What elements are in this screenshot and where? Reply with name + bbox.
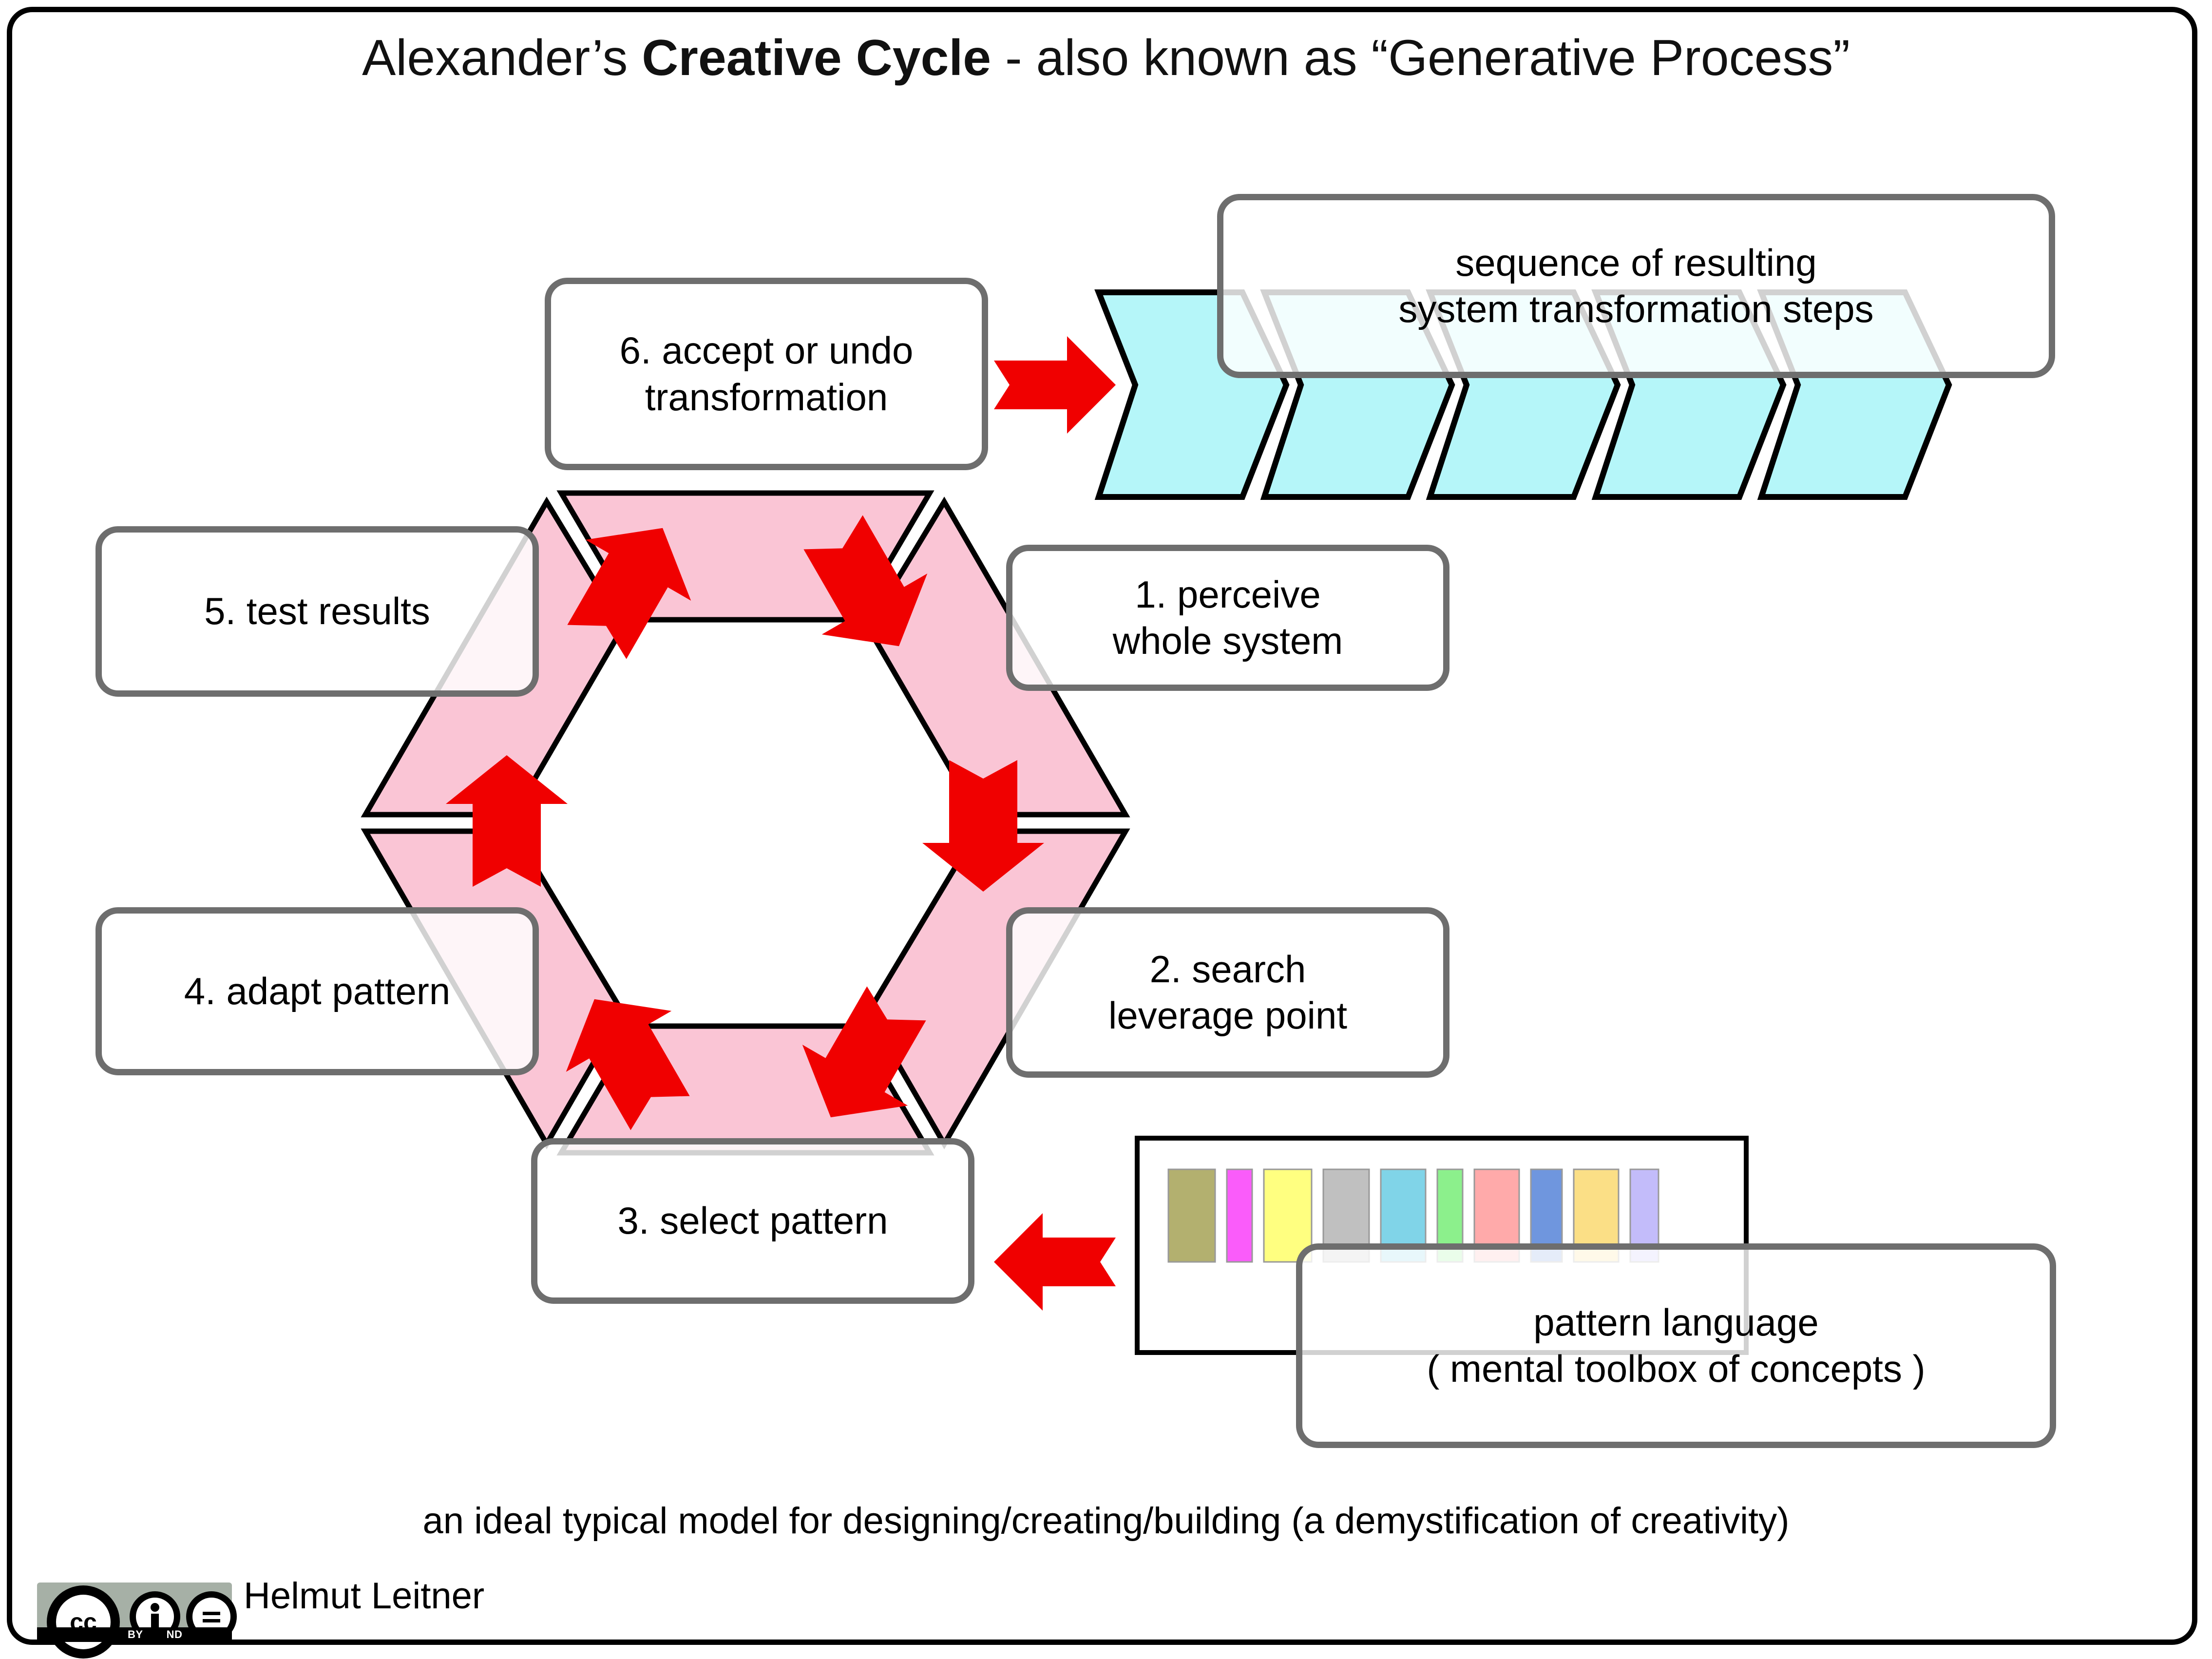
cycle-arrow-4-to-5: [446, 755, 568, 887]
step-5-line-1: 5. test results: [204, 590, 430, 633]
step-4-box[interactable]: 4. adapt pattern: [95, 907, 539, 1075]
step-1-box[interactable]: 1. perceive whole system: [1006, 545, 1449, 691]
step-6-line-2: transformation: [645, 375, 888, 419]
title-pre: Alexander’s: [362, 30, 642, 86]
step-6-line-1: 6. accept or undo: [619, 329, 914, 372]
author-credit: Helmut Leitner: [244, 1575, 485, 1617]
person-glyph-icon: [151, 1603, 159, 1630]
sequence-box-line-2: system transformation steps: [1398, 287, 1874, 330]
step-1-line-1: 1. perceive: [1135, 572, 1321, 616]
pattern-language-line-2: ( mental toolbox of concepts ): [1427, 1347, 1926, 1390]
pattern-swatch-olive: [1167, 1168, 1216, 1263]
cycle-arrow-6-to-1: [803, 515, 928, 647]
cycle-arrow-2-to-3: [802, 986, 926, 1118]
sequence-box-line-1: sequence of resulting: [1455, 241, 1817, 284]
arrow-to-sequence-icon: [994, 336, 1116, 434]
caption-text: an ideal typical model for designing/cre…: [422, 1500, 1790, 1542]
step-5-box[interactable]: 5. test results: [95, 526, 539, 697]
creative-commons-badge[interactable]: cc BY ND: [37, 1583, 237, 1659]
step-1-line-2: whole system: [1112, 619, 1343, 662]
title-post: - also known as “Generative Process”: [991, 30, 1850, 86]
step-3-box[interactable]: 3. select pattern: [531, 1138, 974, 1304]
cc-logo-icon: cc: [47, 1585, 120, 1659]
cc-nd-label: ND: [166, 1628, 183, 1640]
arrow-to-select-pattern-icon: [994, 1213, 1116, 1311]
step-2-line-1: 2. search: [1149, 947, 1306, 991]
cc-by-label: BY: [128, 1628, 143, 1640]
sequence-box[interactable]: sequence of resulting system transformat…: [1217, 194, 2055, 378]
pattern-swatch-magenta: [1226, 1168, 1253, 1263]
cycle-arrow-1-to-2: [922, 760, 1044, 892]
title-bold: Creative Cycle: [642, 30, 992, 86]
cc-badge-bottom: BY ND: [37, 1627, 232, 1642]
step-3-line-1: 3. select pattern: [617, 1199, 888, 1242]
step-4-line-1: 4. adapt pattern: [184, 969, 451, 1012]
cycle-arrow-3-to-4: [566, 999, 690, 1130]
step-2-line-2: leverage point: [1108, 994, 1347, 1037]
equals-glyph-icon: [203, 1612, 220, 1622]
step-2-box[interactable]: 2. search leverage point: [1006, 907, 1449, 1078]
step-6-box[interactable]: 6. accept or undo transformation: [545, 278, 988, 470]
pattern-language-line-1: pattern language: [1533, 1300, 1819, 1344]
pattern-swatch-yellow: [1263, 1168, 1313, 1263]
cycle-arrow-5-to-6: [567, 528, 691, 659]
pattern-language-box[interactable]: pattern language ( mental toolbox of con…: [1296, 1243, 2056, 1448]
page-title: Alexander’s Creative Cycle - also known …: [0, 30, 2212, 86]
